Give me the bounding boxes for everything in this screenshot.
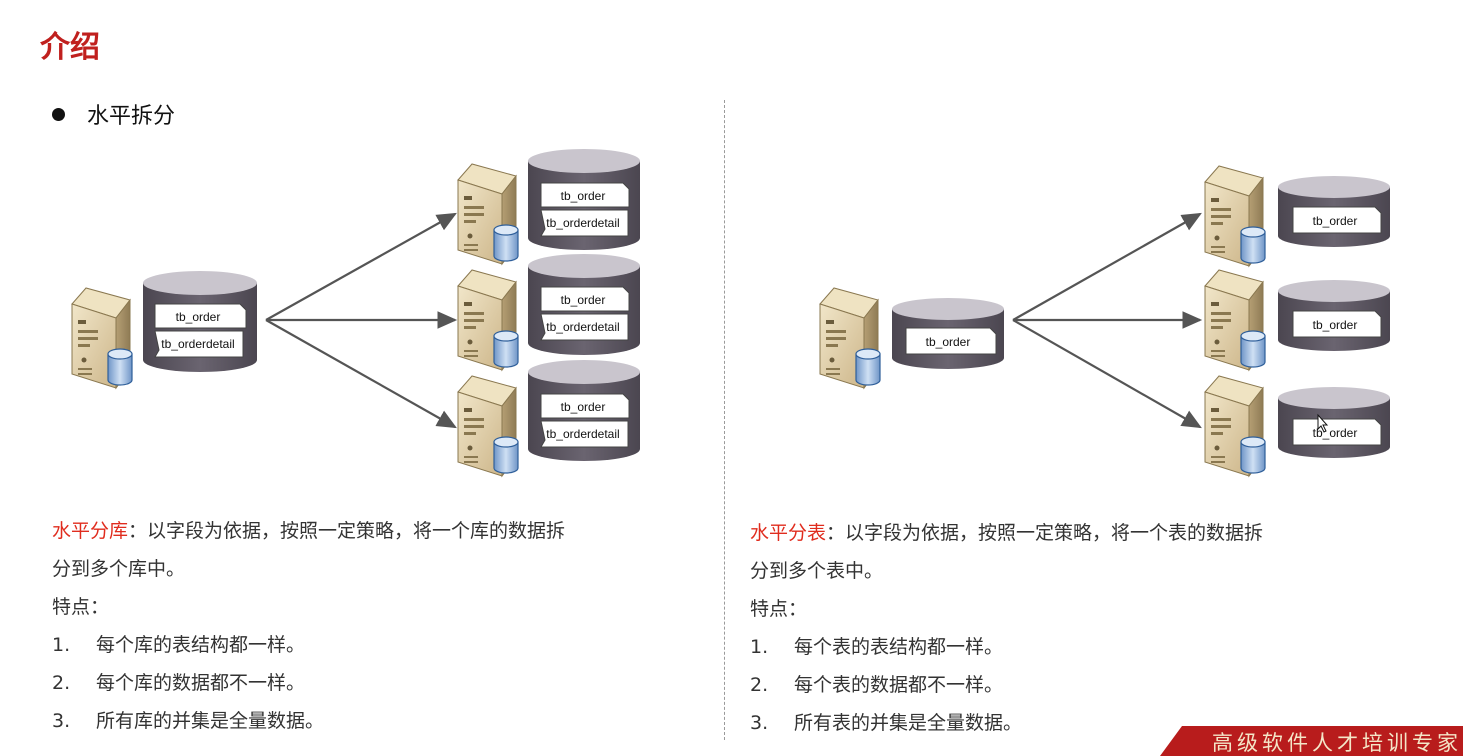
right-target-database: tb_order <box>1278 280 1390 351</box>
right-desc-text: ：以字段为依据，按照一定策略，将一个表的数据拆 <box>826 522 1264 544</box>
left-source-database: tb_order tb_orderdetail <box>143 271 257 372</box>
left-feature-item: 3.所有库的并集是全量数据。 <box>52 710 325 732</box>
table-label: tb_order <box>926 335 971 349</box>
right-source-database: tb_order <box>892 298 1004 369</box>
table-label: tb_orderdetail <box>546 216 619 230</box>
table-label: tb_orderdetail <box>546 427 619 441</box>
right-target-server <box>1204 269 1266 371</box>
bullet-heading: 水平拆分 <box>52 98 175 130</box>
right-source-server <box>819 287 881 389</box>
right-target-server <box>1204 165 1266 267</box>
right-desc-line1: 水平分表：以字段为依据，按照一定策略，将一个表的数据拆 <box>750 514 1263 552</box>
right-term: 水平分表 <box>750 522 827 544</box>
left-desc-text: ：以字段为依据，按照一定策略，将一个库的数据拆 <box>128 520 566 542</box>
page-title: 介绍 <box>40 30 100 65</box>
right-target-database: tb_order <box>1278 387 1390 458</box>
left-feature-item: 1.每个库的表结构都一样。 <box>52 634 306 656</box>
table-label: tb_orderdetail <box>161 337 234 351</box>
split-arrow <box>265 212 457 321</box>
right-feature-item: 2.每个表的数据都不一样。 <box>750 674 1004 696</box>
left-target-database: tb_order tb_orderdetail <box>528 254 640 355</box>
table-label: tb_orderdetail <box>546 320 619 334</box>
right-feature-item: 1.每个表的表结构都一样。 <box>750 636 1004 658</box>
right-description: 水平分表：以字段为依据，按照一定策略，将一个表的数据拆 分到多个表中。 特点： … <box>750 514 1263 742</box>
sharding-diagram: tb_order tb_orderdetail tb_order tb_orde… <box>71 149 1390 477</box>
table-label: tb_order <box>561 189 606 203</box>
split-arrow <box>265 319 457 429</box>
left-target-server <box>457 269 519 371</box>
left-desc-line2: 分到多个库中。 <box>52 558 186 580</box>
left-term: 水平分库 <box>52 520 129 542</box>
left-desc-line1: 水平分库：以字段为依据，按照一定策略，将一个库的数据拆 <box>52 512 565 550</box>
bullet-heading-label: 水平拆分 <box>87 104 176 129</box>
left-target-server <box>457 163 519 265</box>
right-feature-item: 3.所有表的并集是全量数据。 <box>750 712 1023 734</box>
left-features-label: 特点： <box>52 596 110 618</box>
footer-brand-banner: 高级软件人才培训专家 <box>1160 726 1463 756</box>
split-arrow <box>1012 212 1202 321</box>
table-label: tb_order <box>561 400 606 414</box>
split-arrow <box>1012 319 1202 429</box>
table-label: tb_order <box>1313 214 1358 228</box>
bullet-dot <box>52 107 65 121</box>
right-features-label: 特点： <box>750 598 808 620</box>
mouse-cursor-icon <box>1317 413 1329 433</box>
left-target-database: tb_order tb_orderdetail <box>528 360 640 461</box>
left-feature-item: 2.每个库的数据都不一样。 <box>52 672 306 694</box>
right-target-server <box>1204 375 1266 477</box>
left-description: 水平分库：以字段为依据，按照一定策略，将一个库的数据拆 分到多个库中。 特点： … <box>52 512 565 740</box>
right-target-database: tb_order <box>1278 176 1390 247</box>
table-label: tb_order <box>561 293 606 307</box>
table-label: tb_order <box>1313 318 1358 332</box>
column-divider <box>724 100 725 740</box>
table-label: tb_order <box>176 310 221 324</box>
left-target-server <box>457 375 519 477</box>
left-source-server <box>71 287 133 389</box>
left-target-database: tb_order tb_orderdetail <box>528 149 640 250</box>
right-desc-line2: 分到多个表中。 <box>750 560 884 582</box>
